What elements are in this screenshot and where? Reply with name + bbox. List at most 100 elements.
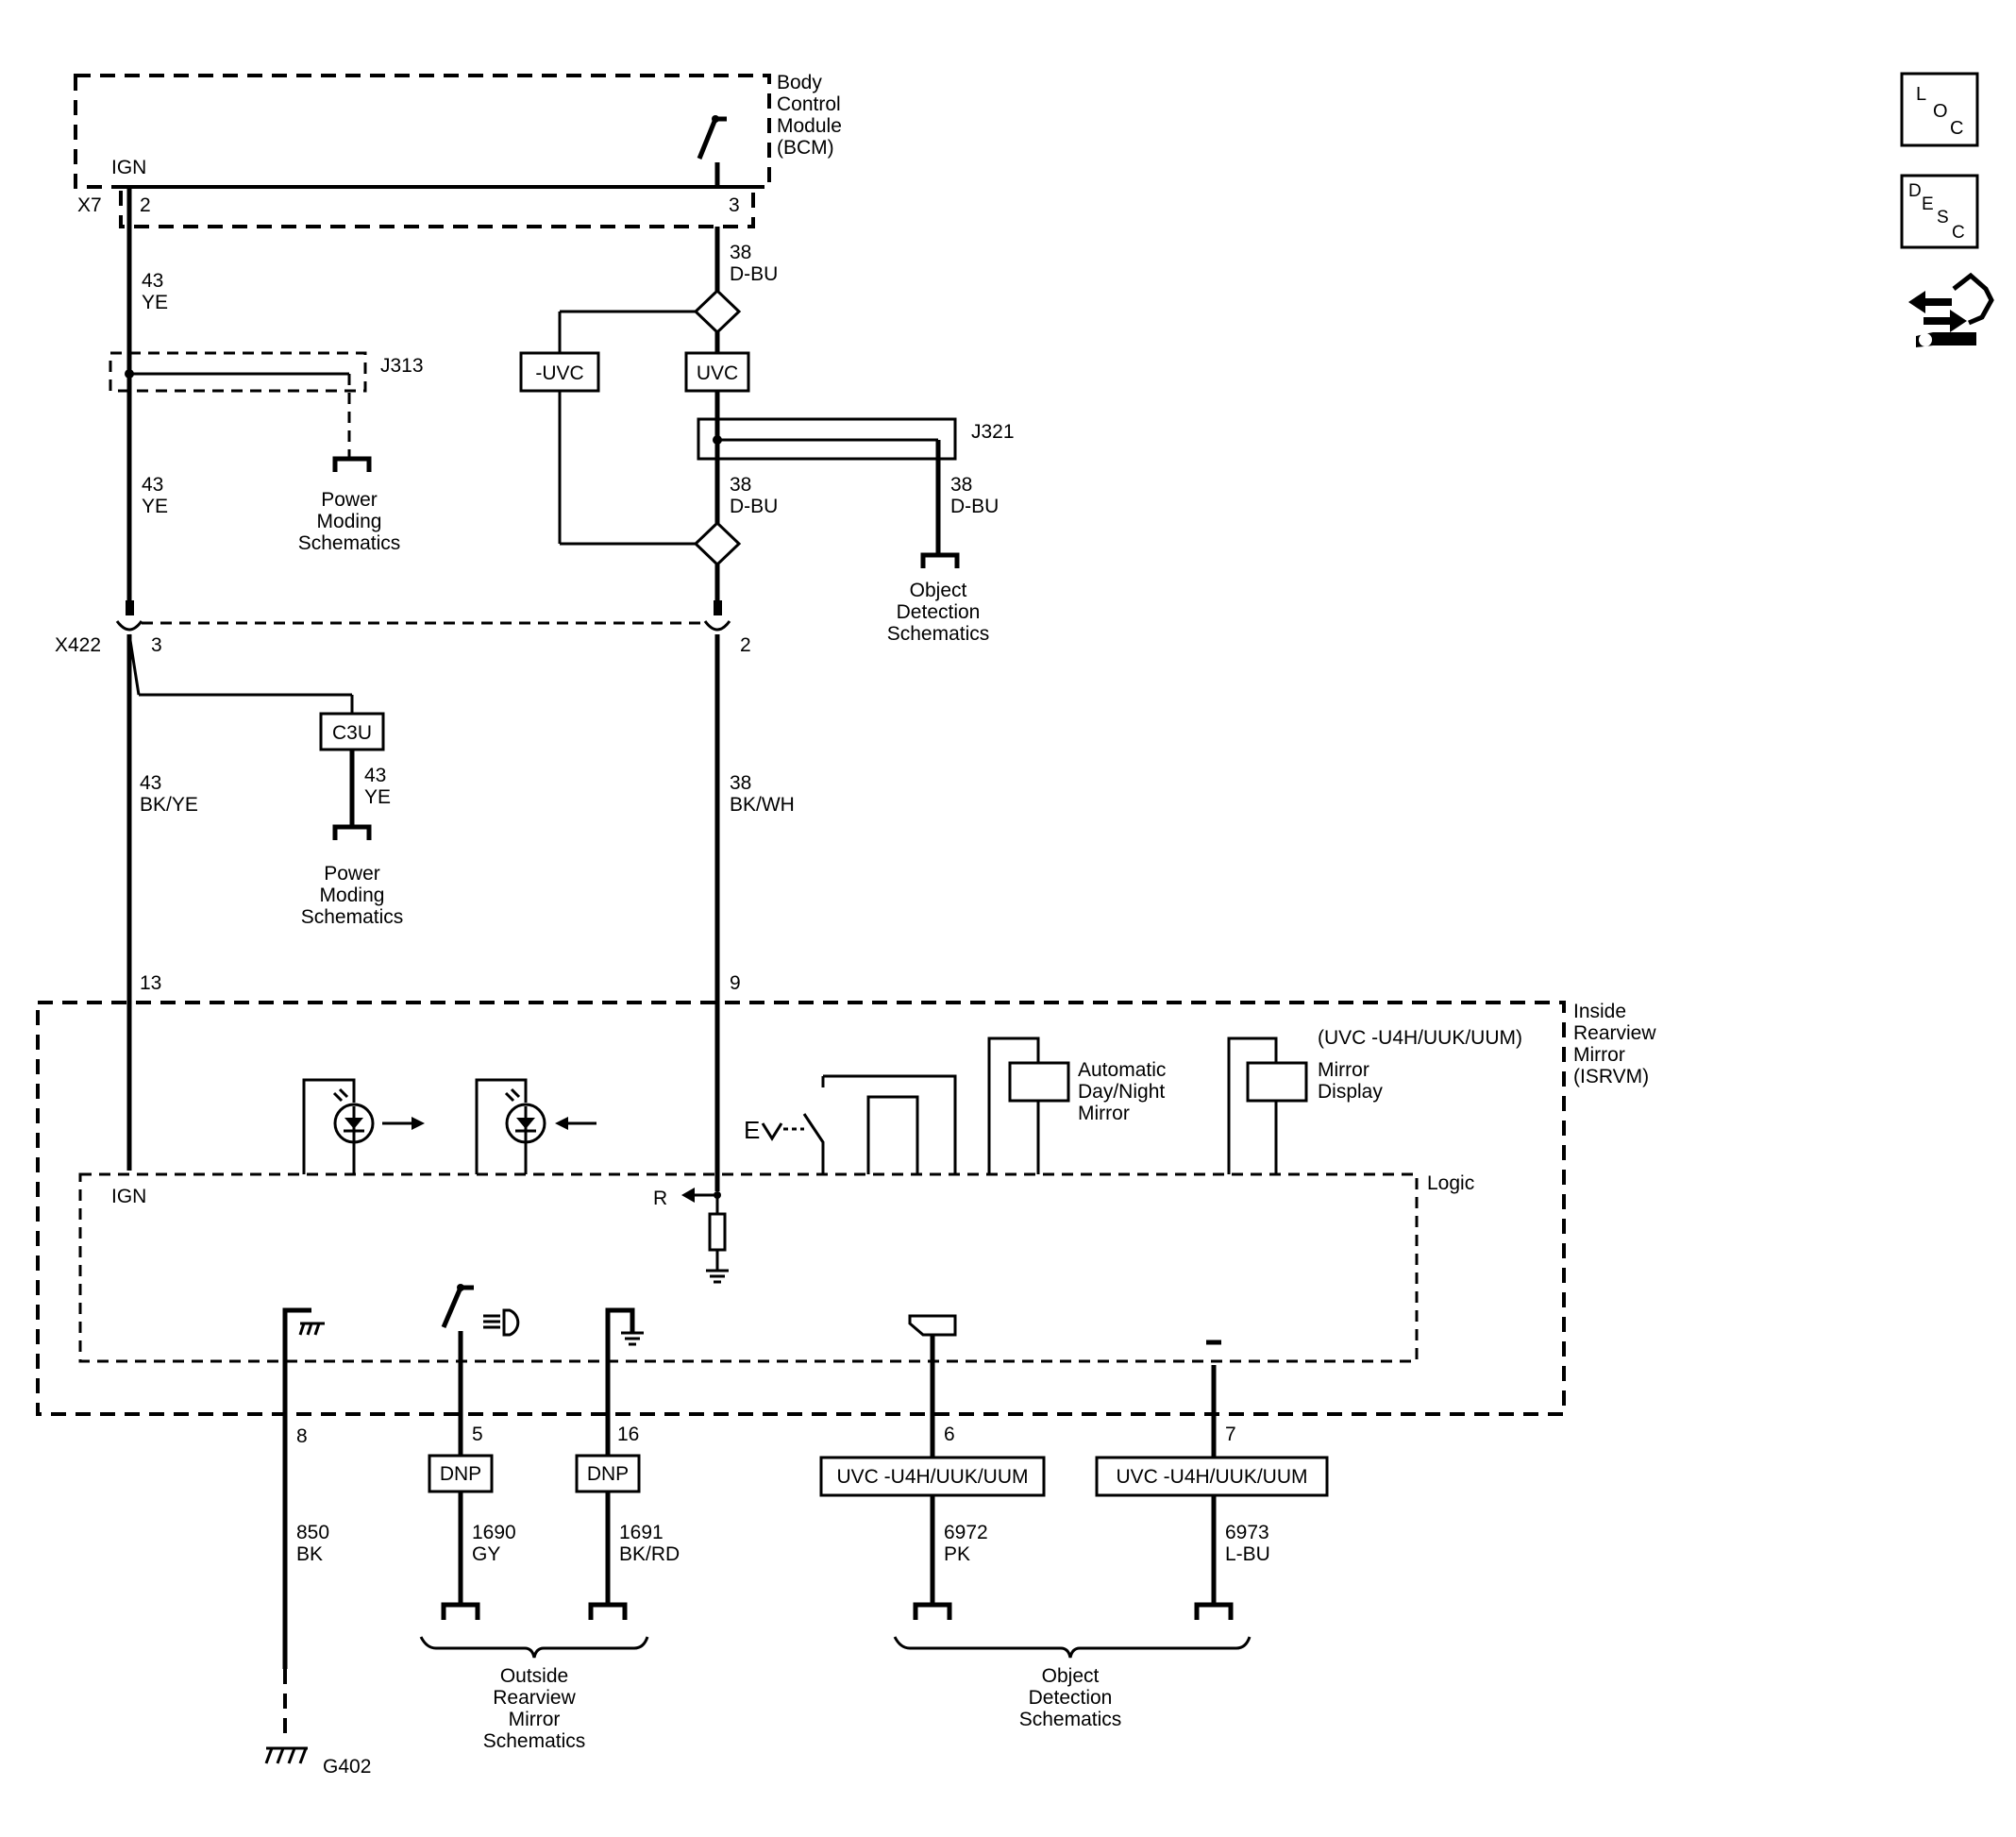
option-uvc-u4h-2: UVC -U4H/UUK/UUM bbox=[1116, 1466, 1307, 1488]
desc-s: S bbox=[1937, 208, 1949, 228]
isrvm-pin-8: 8 bbox=[296, 1425, 308, 1447]
wire-38-bkwh-num: 38 bbox=[730, 772, 751, 794]
ambient-light-sensor-icon bbox=[302, 1078, 425, 1174]
auto-dim-label-2: Day/Night bbox=[1078, 1081, 1165, 1103]
power-moding-ref-2[interactable]: Power Moding Schematics bbox=[301, 824, 404, 928]
display-label-1: Mirror bbox=[1318, 1059, 1369, 1081]
connector-x422: X422 3 2 bbox=[55, 600, 751, 656]
video-signal-icon bbox=[908, 1314, 957, 1414]
wire-38-dbu-3-color: D-BU bbox=[950, 496, 999, 517]
body-control-module: Body Control Module (BCM) IGN X7 2 3 bbox=[74, 72, 842, 228]
x422-pin-3: 3 bbox=[151, 634, 162, 656]
switch-circuit: 38 D-BU -UVC UVC J321 38 D-BU 38 D-BU Ob… bbox=[519, 227, 1015, 645]
x422-pin-2: 2 bbox=[740, 634, 751, 656]
outside-mirror-l3: Mirror bbox=[509, 1709, 561, 1730]
desc-e: E bbox=[1922, 194, 1934, 214]
wire-38-bkwh-color: BK/WH bbox=[730, 794, 795, 816]
desc-d: D bbox=[1908, 181, 1922, 201]
wire-43-bkye-color: BK/YE bbox=[140, 794, 198, 816]
power-moding-1-l3: Schematics bbox=[298, 532, 401, 554]
switch-lower-circuit: 38 BK/WH 9 bbox=[714, 634, 795, 1191]
option-uvc-u4h-1: UVC -U4H/UUK/UUM bbox=[836, 1466, 1028, 1488]
logic-ign-label: IGN bbox=[111, 1186, 146, 1207]
object-detection-2-l3: Schematics bbox=[1019, 1709, 1122, 1730]
bcm-label-4: (BCM) bbox=[777, 137, 834, 159]
logic-label: Logic bbox=[1427, 1172, 1474, 1194]
wire-43-ye-2-color: YE bbox=[142, 496, 168, 517]
power-moding-ref-1[interactable]: Power Moding Schematics bbox=[298, 456, 401, 554]
isrvm-label-2: Rearview bbox=[1573, 1022, 1656, 1044]
bcm-label-2: Control bbox=[777, 93, 841, 115]
auto-dim-switch-icon: E bbox=[744, 1074, 957, 1174]
wire-43-ye-2-num: 43 bbox=[142, 474, 163, 496]
glare-sensor-icon bbox=[475, 1078, 596, 1174]
wire-1690-color: GY bbox=[472, 1543, 500, 1565]
display-option-label: (UVC -U4H/UUK/UUM) bbox=[1318, 1027, 1522, 1049]
ign-circuit: 43 YE J313 43 YE Power Moding Schematics bbox=[109, 187, 424, 604]
outside-mirror-l1: Outside bbox=[500, 1665, 568, 1687]
option-dnp-1: DNP bbox=[440, 1463, 481, 1485]
ground-g402-icon bbox=[264, 1746, 308, 1764]
logic-r-label: R bbox=[653, 1188, 667, 1209]
option-c3u: C3U bbox=[332, 722, 372, 744]
wire-850-num: 850 bbox=[296, 1522, 329, 1543]
power-moding-1-l1: Power bbox=[321, 489, 378, 511]
object-detection-ref-1[interactable]: Object Detection Schematics bbox=[887, 552, 990, 645]
component-test-icon[interactable] bbox=[1908, 272, 1994, 347]
x7-label: X7 bbox=[77, 194, 102, 216]
wire-6972-num: 6972 bbox=[944, 1522, 988, 1543]
isrvm-label-1: Inside bbox=[1573, 1001, 1626, 1022]
mirror-display-icon: (UVC -U4H/UUK/UUM) Mirror Display bbox=[1227, 1027, 1522, 1174]
loc-icon[interactable]: L O C bbox=[1900, 72, 1979, 147]
wire-6973-num: 6973 bbox=[1225, 1522, 1269, 1543]
isrvm-label-3: Mirror bbox=[1573, 1044, 1625, 1066]
auto-dim-label-3: Mirror bbox=[1078, 1103, 1130, 1124]
power-moding-1-l2: Moding bbox=[317, 511, 382, 532]
outside-mirror-ref[interactable]: Outside Rearview Mirror Schematics bbox=[419, 1636, 649, 1752]
outside-mirror-l2: Rearview bbox=[493, 1687, 576, 1709]
bcm-label-1: Body bbox=[777, 72, 822, 93]
option-uvc: UVC bbox=[697, 362, 738, 384]
isrvm-pin-7: 7 bbox=[1225, 1424, 1236, 1445]
outside-mirror-l4: Schematics bbox=[483, 1730, 586, 1752]
splice-j313: J313 bbox=[109, 351, 424, 459]
wire-43-bkye-num: 43 bbox=[140, 772, 161, 794]
object-detection-ref-2[interactable]: Object Detection Schematics bbox=[893, 1636, 1252, 1730]
loc-o: O bbox=[1933, 101, 1948, 122]
wire-38-dbu-1-color: D-BU bbox=[730, 263, 778, 285]
power-moding-2-l1: Power bbox=[324, 863, 380, 885]
ground-g402-label: G402 bbox=[323, 1756, 371, 1778]
isrvm-pin-16: 16 bbox=[617, 1424, 639, 1445]
desc-c: C bbox=[1952, 223, 1965, 243]
desc-icon[interactable]: D E S C bbox=[1900, 174, 1979, 249]
auto-dim-glyph: E bbox=[744, 1116, 760, 1144]
isrvm-pin-5: 5 bbox=[472, 1424, 483, 1445]
wire-43-ye-3-num: 43 bbox=[364, 765, 386, 786]
isrvm-pin-13: 13 bbox=[140, 972, 161, 994]
bcm-ign-label: IGN bbox=[111, 157, 146, 178]
option-not-uvc: -UVC bbox=[535, 362, 583, 384]
auto-dim-element-icon: Automatic Day/Night Mirror bbox=[987, 1036, 1166, 1174]
display-label-2: Display bbox=[1318, 1081, 1383, 1103]
auto-dim-label-1: Automatic bbox=[1078, 1059, 1166, 1081]
signal-ground-icon bbox=[605, 1307, 644, 1414]
wire-38-dbu-2-color: D-BU bbox=[730, 496, 778, 517]
inside-rearview-mirror: Inside Rearview Mirror (ISRVM) Logic IGN… bbox=[36, 1001, 1656, 1416]
wire-6972-color: PK bbox=[944, 1543, 970, 1565]
wire-38-dbu-1-num: 38 bbox=[730, 242, 751, 263]
wire-38-dbu-2-num: 38 bbox=[730, 474, 751, 496]
wire-43-ye-1-num: 43 bbox=[142, 270, 163, 292]
object-detection-1-l2: Detection bbox=[897, 601, 981, 623]
splice-j321: J321 bbox=[697, 417, 1015, 555]
wire-38-dbu-3-num: 38 bbox=[950, 474, 972, 496]
isrvm-pin-9: 9 bbox=[730, 972, 741, 994]
loc-c: C bbox=[1950, 118, 1963, 139]
isrvm-pin-6: 6 bbox=[944, 1424, 955, 1445]
bottom-circuits: 8 5 16 6 7 850 BK G402 DNP 1690 GY DNP 1… bbox=[264, 1414, 1329, 1778]
x7-pin-2: 2 bbox=[140, 194, 151, 216]
power-moding-2-l3: Schematics bbox=[301, 906, 404, 928]
resistor-icon bbox=[681, 1188, 729, 1284]
chassis-ground-icon bbox=[282, 1307, 325, 1414]
bcm-label-3: Module bbox=[777, 115, 842, 137]
